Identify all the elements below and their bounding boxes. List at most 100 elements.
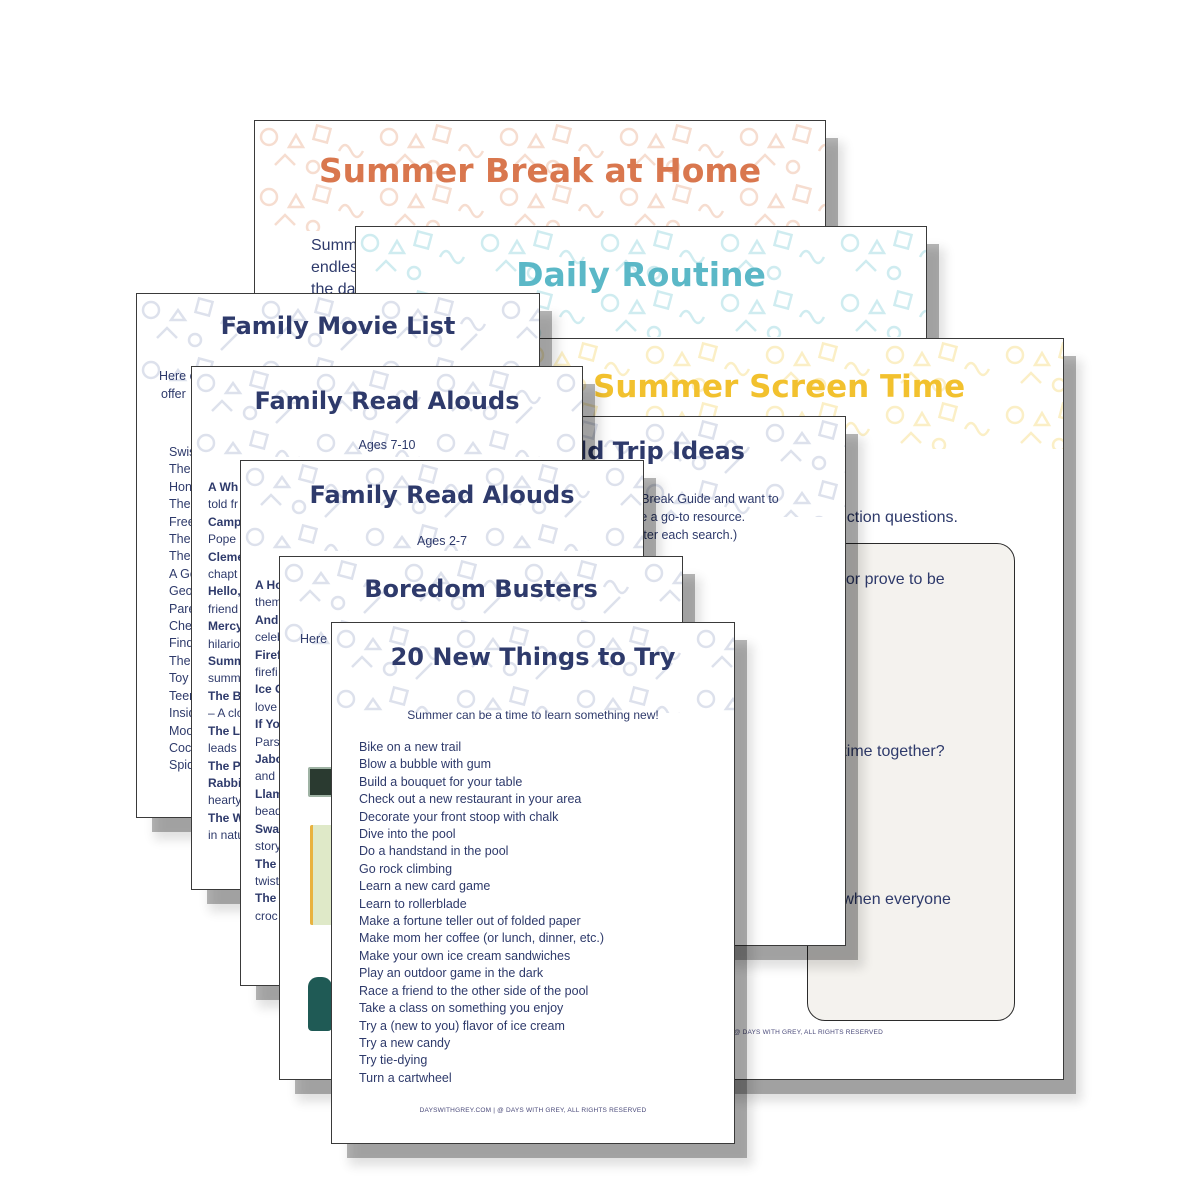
book-line: If Yo xyxy=(255,716,284,733)
book-line: love xyxy=(255,699,284,716)
list-item: Bike on a new trail xyxy=(359,740,462,754)
page-title: Family Read Alouds xyxy=(309,481,575,509)
book-line: The W xyxy=(208,810,248,827)
book-line: Pope ( xyxy=(208,531,248,548)
list-item: Hon xyxy=(169,479,192,494)
list-item: A Go xyxy=(169,566,197,581)
book-line: The Lo xyxy=(208,723,248,740)
book-line: Cleme xyxy=(208,549,248,566)
list-item: Try tie-dying xyxy=(359,1053,428,1068)
book-title: Summ xyxy=(208,654,245,669)
list-item: The xyxy=(169,653,191,668)
list-item: The xyxy=(169,532,191,547)
book-title: If Yo xyxy=(255,717,280,732)
list-item: Go rock climbing xyxy=(359,861,453,876)
list-item: Check out a new restaurant in your area xyxy=(359,792,582,807)
body-line: e time together? xyxy=(829,743,945,760)
list-item: Geo xyxy=(169,584,193,599)
book-line: story xyxy=(255,838,284,855)
body-line: eflection questions. xyxy=(821,509,958,526)
book-line: Camp xyxy=(208,514,248,531)
book-description: friend xyxy=(208,601,239,616)
book-title: The xyxy=(255,856,277,871)
doll-thumbnail xyxy=(308,977,332,1031)
book-line: Mercy xyxy=(208,618,248,635)
book-line: Ice C xyxy=(255,681,284,698)
list-item: Coco xyxy=(169,740,199,755)
book-title: Camp xyxy=(208,514,242,529)
book-line: hilario xyxy=(208,636,248,653)
list-item: Blow a bubble with gum xyxy=(359,757,492,772)
sheet-20-new-things: 20 New Things to Try Summer can be a tim… xyxy=(331,622,735,1144)
book-title: Jabo xyxy=(255,752,284,767)
list-item: Make your own ice cream sandwiches xyxy=(359,948,571,963)
book-line: celeb xyxy=(255,629,284,646)
book-line: and xyxy=(255,768,284,785)
body-line: ave a go-to resource. xyxy=(627,510,746,524)
book-line: friend xyxy=(208,601,248,618)
intro-line: Here c xyxy=(300,632,337,646)
book-title: Rabbi xyxy=(208,775,242,790)
book-description: firefi xyxy=(255,665,278,680)
book-line: The Po xyxy=(208,758,248,775)
book-line: Pars xyxy=(255,734,284,751)
book-line: firefi xyxy=(255,664,284,681)
age-label: Ages 2-7 xyxy=(416,534,468,548)
book-line: told fr xyxy=(208,496,248,513)
book-line: in natu xyxy=(208,827,248,844)
book-line: Llam xyxy=(255,786,284,803)
book-line: Summ xyxy=(208,653,248,670)
list-item: The xyxy=(169,549,191,564)
book-description: chapt xyxy=(208,567,238,582)
intro-line: offer xyxy=(161,387,186,401)
list-item: Try a (new to you) flavor of ice cream xyxy=(359,1018,565,1033)
book-line: bead xyxy=(255,803,284,820)
book-description: twist xyxy=(255,873,279,888)
book-title: Firef xyxy=(255,647,282,662)
page-title: Summer Break at Home xyxy=(318,151,762,190)
page-footer: OM | @ DAYS WITH GREY, ALL RIGHTS RESERV… xyxy=(717,1029,883,1036)
page-title: 20 New Things to Try xyxy=(390,643,676,671)
book-description: them xyxy=(255,595,282,610)
book-title: Cleme xyxy=(208,549,245,564)
book-line: twist xyxy=(255,873,284,890)
book-title: Mercy xyxy=(208,619,243,634)
book-description: – A clo xyxy=(208,706,244,721)
book-line: summ xyxy=(208,670,248,687)
book-line: Hello, xyxy=(208,583,248,600)
list-item: Moo xyxy=(169,723,194,738)
intro-line: endles xyxy=(311,259,359,276)
list-item: Toy xyxy=(169,671,189,686)
book-line: hearty xyxy=(208,792,248,809)
book-line: A Wh xyxy=(208,479,248,496)
list-item: Make a fortune teller out of folded pape… xyxy=(359,914,581,929)
page-title: Family Read Alouds xyxy=(254,387,520,415)
book-line: A Ho xyxy=(255,577,284,594)
book-title: The Po xyxy=(208,758,249,773)
list-item: Play an outdoor game in the dark xyxy=(359,966,544,981)
book-line: Rabbi xyxy=(208,775,248,792)
page-footer: DAYSWITHGREY.COM | @ DAYS WITH GREY, ALL… xyxy=(419,1107,647,1114)
book-line: chapt xyxy=(208,566,248,583)
list-item: Dive into the pool xyxy=(359,827,456,842)
book-title: Hello, xyxy=(208,584,241,599)
body-line: st or prove to be xyxy=(829,571,945,588)
book-description: croc xyxy=(255,908,278,923)
list-item: Che xyxy=(169,619,192,634)
book-description: Pope ( xyxy=(208,532,244,547)
list-item: Pare xyxy=(169,601,196,616)
list-item: Find xyxy=(169,636,194,651)
book-line: – A clo xyxy=(208,705,248,722)
book-title: Llam xyxy=(255,786,284,801)
intro-line: Here c xyxy=(159,369,196,383)
book-title: The B xyxy=(208,688,242,703)
body-line: after each search.) xyxy=(633,528,738,542)
body-line: ing Break Guide and want to xyxy=(621,492,779,506)
book-description: leads t xyxy=(208,741,244,756)
intro-line: Summ xyxy=(311,237,358,254)
book-title: The W xyxy=(208,810,244,825)
book-line: And xyxy=(255,612,284,629)
